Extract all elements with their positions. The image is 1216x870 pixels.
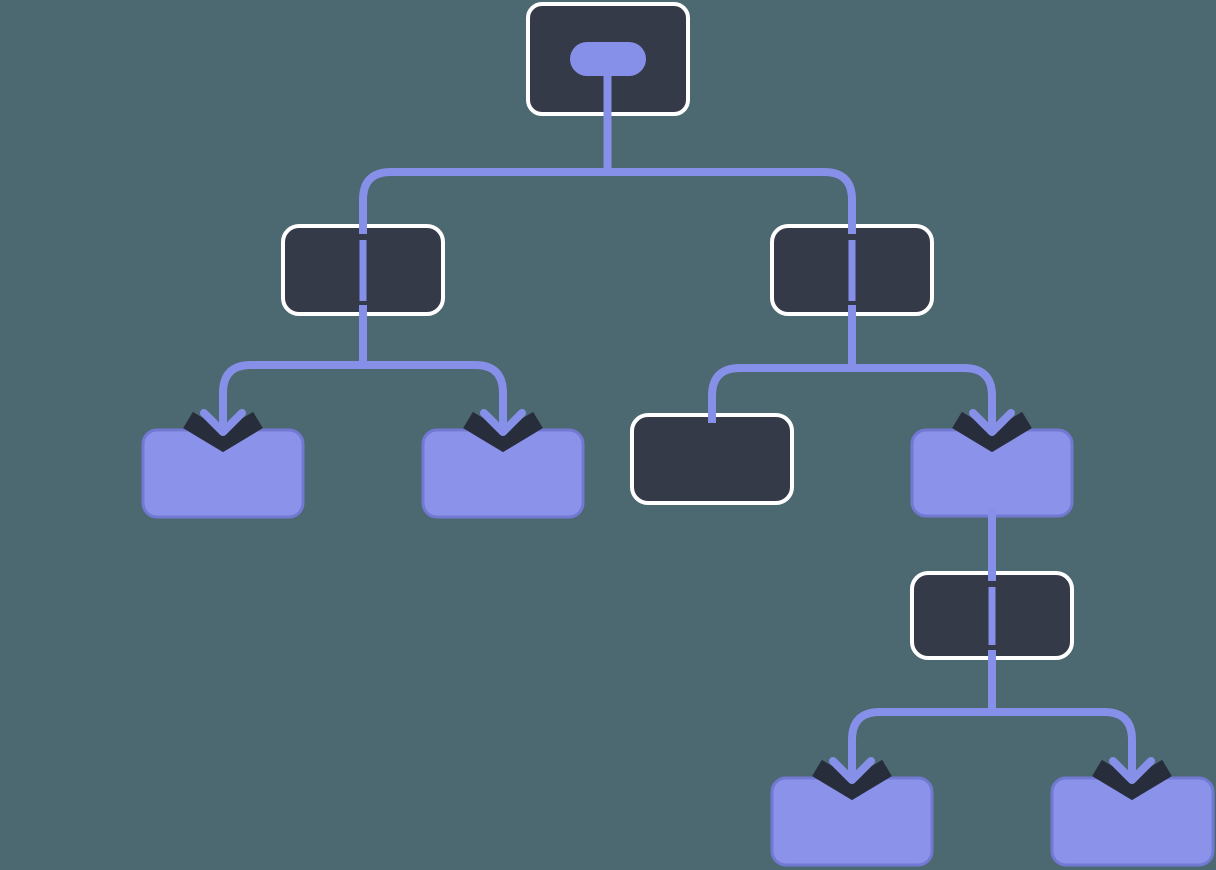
edge-branch-left-to-leaves	[219, 361, 507, 426]
drop-arrow-icon	[812, 748, 892, 801]
drop-arrow-icon	[463, 400, 543, 453]
node-glyphs	[359, 42, 996, 645]
edge-branch-lower-to-leaves	[848, 708, 1136, 774]
drop-arrows	[183, 400, 1172, 801]
root-pill-icon	[570, 42, 646, 76]
nodes	[141, 2, 1215, 867]
drop-arrow-icon	[952, 400, 1032, 453]
drop-arrow-icon	[183, 400, 263, 453]
edge-branch-right-to-children	[708, 364, 996, 426]
edge-root-to-branches	[359, 168, 856, 234]
drop-arrow-icon	[1092, 748, 1172, 801]
connectors	[219, 56, 1136, 774]
node-dark-1[interactable]	[630, 413, 794, 505]
